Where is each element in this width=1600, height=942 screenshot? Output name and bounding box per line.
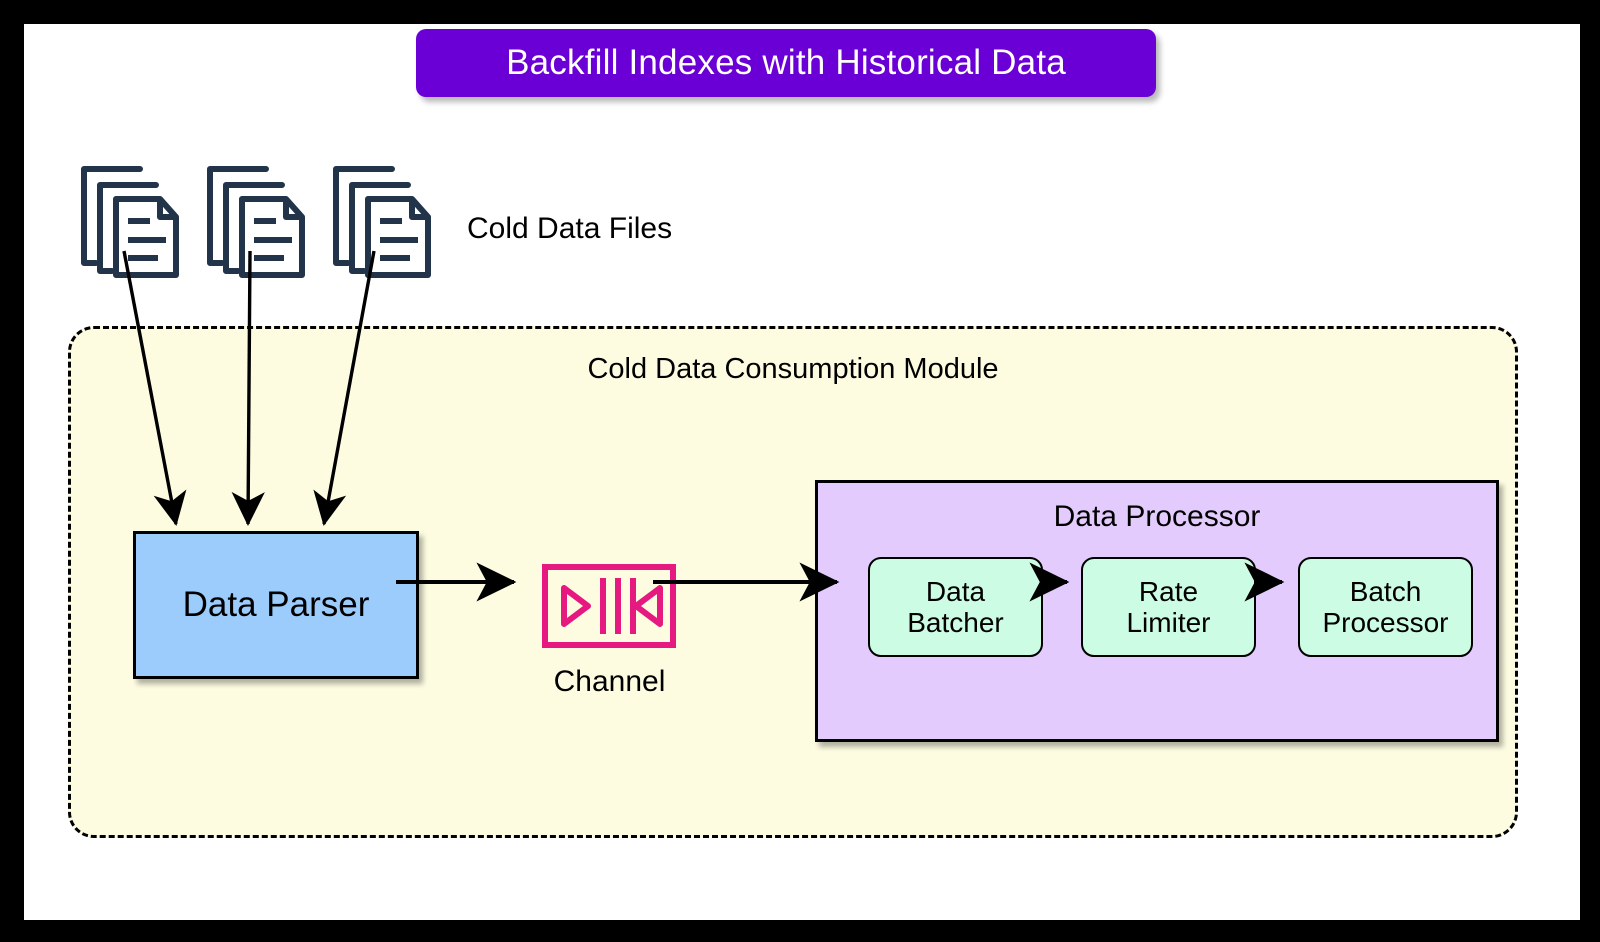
channel-icon[interactable] [542, 564, 676, 648]
document-stack-icon [78, 163, 188, 281]
rate-limiter-label-line1: Rate [1138, 575, 1199, 607]
document-stack-icon [204, 163, 314, 281]
data-parser-node[interactable]: Data Parser [133, 531, 419, 679]
data-batcher-node[interactable]: Data Batcher [868, 557, 1043, 657]
rate-limiter-node[interactable]: Rate Limiter [1081, 557, 1256, 657]
batch-processor-label-line1: Batch [1349, 575, 1422, 607]
batch-processor-label-line2: Processor [1322, 607, 1449, 638]
cold-data-files-label: Cold Data Files [467, 212, 673, 245]
data-processor-group: Data Processor Data Batcher Rate Limiter… [815, 480, 1499, 742]
diagram-canvas: Backfill Indexes with Historical Data Co… [24, 24, 1580, 920]
data-batcher-label-line1: Data [925, 575, 986, 607]
data-parser-label: Data Parser [182, 585, 370, 624]
rate-limiter-label-line2: Limiter [1126, 607, 1211, 638]
diagram-title-banner: Backfill Indexes with Historical Data [416, 29, 1156, 97]
batch-processor-node[interactable]: Batch Processor [1298, 557, 1473, 657]
document-stack-icon [330, 163, 440, 281]
module-title: Cold Data Consumption Module [587, 353, 999, 385]
data-batcher-label-line2: Batcher [907, 607, 1004, 638]
channel-label: Channel [553, 665, 666, 698]
data-processor-title: Data Processor [1053, 500, 1261, 533]
page-title: Backfill Indexes with Historical Data [506, 43, 1066, 82]
